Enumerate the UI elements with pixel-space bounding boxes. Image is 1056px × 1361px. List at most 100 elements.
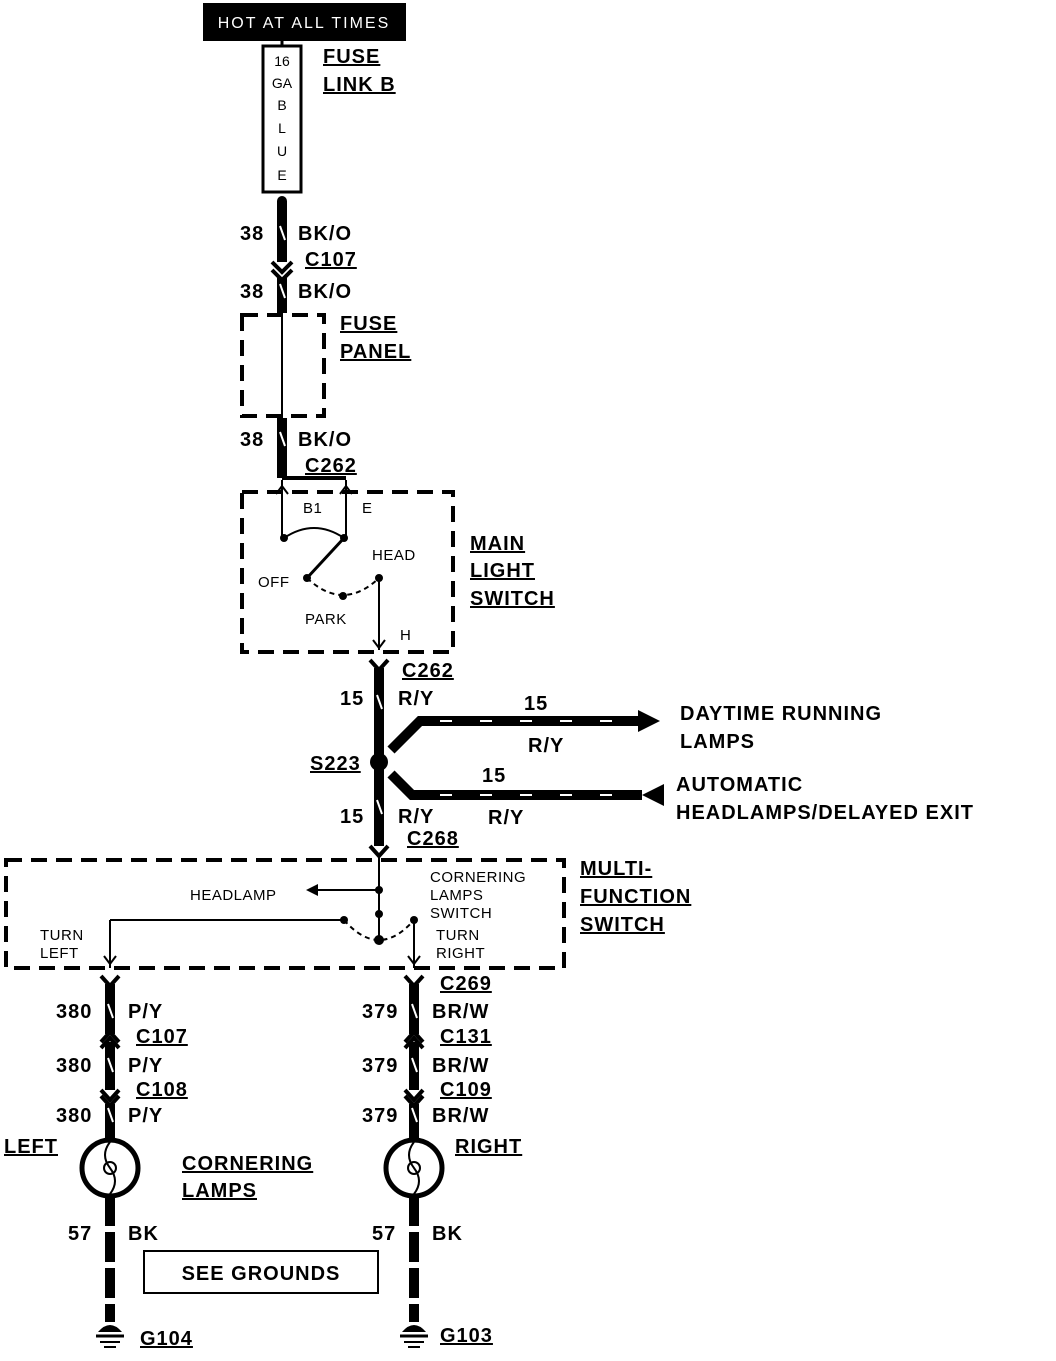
- fuse-link-text-2: B: [277, 97, 286, 113]
- cornering-switch-arc: [343, 919, 415, 941]
- main-light-switch-label-2: LIGHT: [470, 560, 535, 582]
- fuse-link-text-4: U: [277, 143, 287, 159]
- c107-left-connector-b: [99, 1035, 121, 1050]
- mfs-cornering-3: SWITCH: [430, 905, 492, 922]
- lamp-filament: [408, 1141, 420, 1195]
- wire-380-b-color: P/Y: [128, 1055, 163, 1077]
- wire-57-right-color: BK: [432, 1223, 463, 1245]
- auto-label-2: HEADLAMPS/DELAYED EXIT: [676, 802, 974, 824]
- wire-38-a-number: 38: [240, 223, 264, 245]
- c109-label: C109: [440, 1079, 492, 1101]
- wire-stripe: [107, 1003, 114, 1019]
- pin-e: E: [362, 500, 373, 517]
- drl-label-1: DAYTIME RUNNING: [680, 703, 882, 725]
- auto-label-1: AUTOMATIC: [676, 774, 803, 796]
- hot-label: HOT AT ALL TIMES: [218, 15, 391, 32]
- fuse-link-text-0: 16: [274, 53, 290, 69]
- pos-park: PARK: [305, 611, 347, 628]
- wire-38-b-number: 38: [240, 281, 264, 303]
- mfs-headlamp: HEADLAMP: [190, 887, 277, 904]
- pin-b1: B1: [303, 500, 322, 517]
- wire-15-auto-number: 15: [482, 765, 506, 787]
- hot-at-all-times-bar: [203, 3, 406, 41]
- c107-top-label: C107: [305, 249, 357, 271]
- fuse-panel-label-2: PANEL: [340, 341, 411, 363]
- turn-right-arrow: [407, 955, 421, 966]
- wire-15-a-color: R/Y: [398, 688, 434, 710]
- wire-380-b-number: 380: [56, 1055, 92, 1077]
- wire-38-c-color: BK/O: [298, 429, 352, 451]
- auto-arrow-icon: [642, 784, 664, 806]
- fuse-link-body: [261, 44, 303, 194]
- lamp-left-label: LEFT: [4, 1136, 58, 1158]
- wire-15-auto: [387, 770, 642, 800]
- wire-stripe: [411, 1003, 418, 1019]
- fuse-panel-label-1: FUSE: [340, 313, 397, 335]
- c269-label: C269: [440, 973, 492, 995]
- lamp-right-label: RIGHT: [455, 1136, 522, 1158]
- g103-label: G103: [440, 1325, 493, 1347]
- mfs-label-1: MULTI-: [580, 858, 652, 880]
- pos-off: OFF: [258, 574, 290, 591]
- pin-h: H: [400, 627, 411, 644]
- wire-379-a-number: 379: [362, 1001, 398, 1023]
- switch-blade: [305, 536, 346, 580]
- mfs-label-2: FUNCTION: [580, 886, 691, 908]
- wire-stripe: [107, 1107, 114, 1123]
- h-arrow: [372, 639, 386, 650]
- wire-stripe: [279, 283, 286, 299]
- fuse-link-label-1: FUSE: [323, 46, 380, 68]
- cornering-lamps-label-1: CORNERING: [182, 1153, 313, 1175]
- mfs-contact-dot: [375, 910, 383, 918]
- wire-stripe: [411, 1057, 418, 1073]
- wire-stripe: [376, 694, 383, 710]
- c268-label: C268: [407, 828, 459, 850]
- wire-379-b-color: BR/W: [432, 1055, 489, 1077]
- wire-15-b-number: 15: [340, 806, 364, 828]
- wire-380-a-number: 380: [56, 1001, 92, 1023]
- wire-379-b-number: 379: [362, 1055, 398, 1077]
- wire-stripe: [279, 431, 286, 447]
- mfs-label-3: SWITCH: [580, 914, 665, 936]
- wire-38-c-number: 38: [240, 429, 264, 451]
- wire-15-a-number: 15: [340, 688, 364, 710]
- c131-connector-b: [403, 1035, 425, 1050]
- mfs-cornering-1: CORNERING: [430, 869, 526, 886]
- see-grounds-label: SEE GROUNDS: [182, 1263, 341, 1285]
- ground-g104-icon: [98, 1325, 122, 1332]
- wire-15-drl: [387, 716, 640, 754]
- s223-label: S223: [310, 753, 361, 775]
- main-light-switch-label-3: SWITCH: [470, 588, 555, 610]
- g104-label: G104: [140, 1328, 193, 1350]
- see-grounds-box: [143, 1250, 379, 1294]
- wire-38-b-color: BK/O: [298, 281, 352, 303]
- wire-380-c-number: 380: [56, 1105, 92, 1127]
- mfs-turn-right-2: RIGHT: [436, 945, 485, 962]
- lamp-filament: [104, 1141, 116, 1195]
- wire-15-drl-color: R/Y: [528, 735, 564, 757]
- c109-connector-a: [403, 1088, 425, 1103]
- mfs-blade-dot: [374, 935, 384, 945]
- lamp-filament-loop: [103, 1161, 117, 1175]
- wire-379-c-number: 379: [362, 1105, 398, 1127]
- mfs-turn-right-1: TURN: [436, 927, 480, 944]
- wire-15-drl-number: 15: [524, 693, 548, 715]
- pos-head: HEAD: [372, 547, 416, 564]
- multi-function-switch-box: [4, 858, 566, 970]
- wire-57-left-number: 57: [68, 1223, 92, 1245]
- contact-dot: [280, 534, 288, 542]
- c131-label: C131: [440, 1026, 492, 1048]
- wire-stripe: [376, 799, 383, 815]
- mfs-turn-left-1: TURN: [40, 927, 84, 944]
- mfs-cornering-2: LAMPS: [430, 887, 483, 904]
- fuse-link-text-1: GA: [272, 75, 293, 91]
- wire-stripe: [279, 225, 286, 241]
- fuse-link-text-5: E: [277, 167, 286, 183]
- c107-left-connector-a: [99, 1029, 121, 1044]
- fuse-link-text-3: L: [278, 120, 286, 136]
- main-light-switch-label-1: MAIN: [470, 533, 525, 555]
- turn-left-arrow: [103, 955, 117, 966]
- c268-connector: [368, 844, 390, 859]
- c131-connector-a: [403, 1029, 425, 1044]
